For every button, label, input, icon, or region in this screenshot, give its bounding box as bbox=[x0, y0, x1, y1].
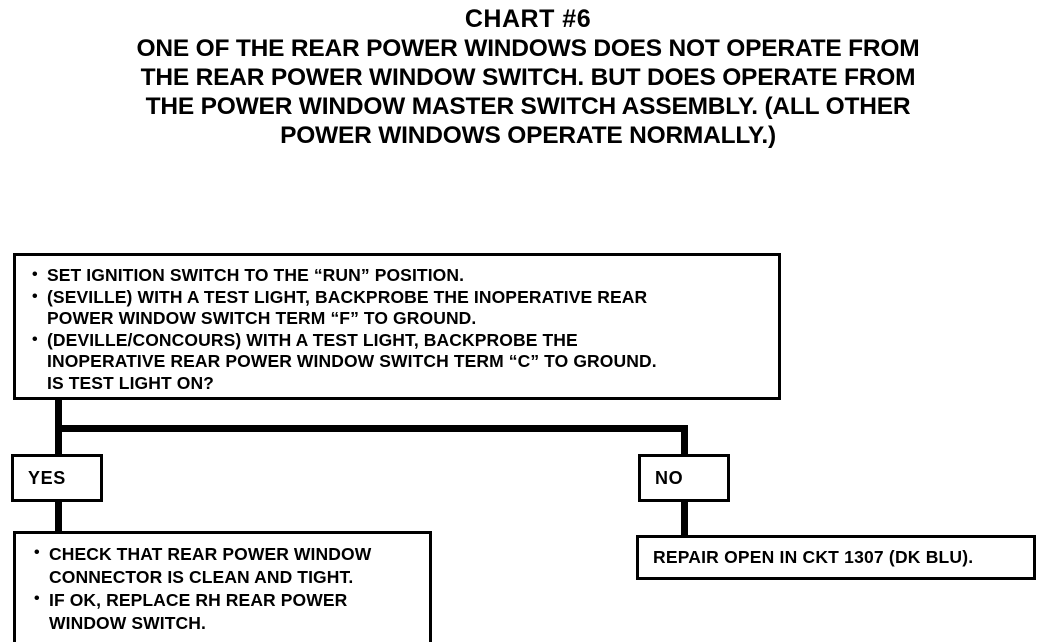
branch-box-yes: YES bbox=[11, 454, 103, 502]
subtitle-line-3: THE POWER WINDOW MASTER SWITCH ASSEMBLY.… bbox=[145, 93, 911, 120]
chart-header: CHART #6 ONE OF THE REAR POWER WINDOWS D… bbox=[0, 4, 1056, 150]
connector-yes-to-result bbox=[55, 501, 62, 532]
decision-instruction-item: (DEVILLE/CONCOURS) WITH A TEST LIGHT, BA… bbox=[30, 329, 768, 395]
result-box-no: REPAIR OPEN IN CKT 1307 (DK BLU). bbox=[636, 535, 1036, 580]
result-action-text: REPAIR OPEN IN CKT 1307 (DK BLU). bbox=[653, 547, 974, 567]
result-action-item: IF OK, REPLACE RH REAR POWER WINDOW SWIT… bbox=[32, 588, 421, 635]
decision-step-box: SET IGNITION SWITCH TO THE “RUN” POSITIO… bbox=[13, 253, 781, 400]
result-action-list-yes: CHECK THAT REAR POWER WINDOW CONNECTOR I… bbox=[16, 534, 429, 635]
subtitle-line-1: ONE OF THE REAR POWER WINDOWS DOES NOT O… bbox=[136, 35, 920, 62]
subtitle-line-4: POWER WINDOWS OPERATE NORMALLY.) bbox=[280, 122, 776, 149]
decision-instruction-item: (SEVILLE) WITH A TEST LIGHT, BACKPROBE T… bbox=[30, 286, 768, 330]
connector-no-to-result bbox=[681, 501, 688, 536]
branch-box-no: NO bbox=[638, 454, 730, 502]
connector-branch-drop-no bbox=[681, 425, 688, 454]
subtitle-line-2: THE REAR POWER WINDOW SWITCH. BUT DOES O… bbox=[140, 64, 916, 91]
page-title: CHART #6 bbox=[464, 5, 592, 33]
decision-instruction-list: SET IGNITION SWITCH TO THE “RUN” POSITIO… bbox=[16, 256, 778, 394]
connector-branch-horizontal bbox=[55, 425, 688, 432]
decision-instruction-item: SET IGNITION SWITCH TO THE “RUN” POSITIO… bbox=[30, 264, 768, 287]
branch-label-yes: YES bbox=[28, 468, 66, 488]
result-box-yes: CHECK THAT REAR POWER WINDOW CONNECTOR I… bbox=[13, 531, 432, 642]
result-action-item: CHECK THAT REAR POWER WINDOW CONNECTOR I… bbox=[32, 542, 421, 589]
branch-label-no: NO bbox=[655, 468, 684, 488]
